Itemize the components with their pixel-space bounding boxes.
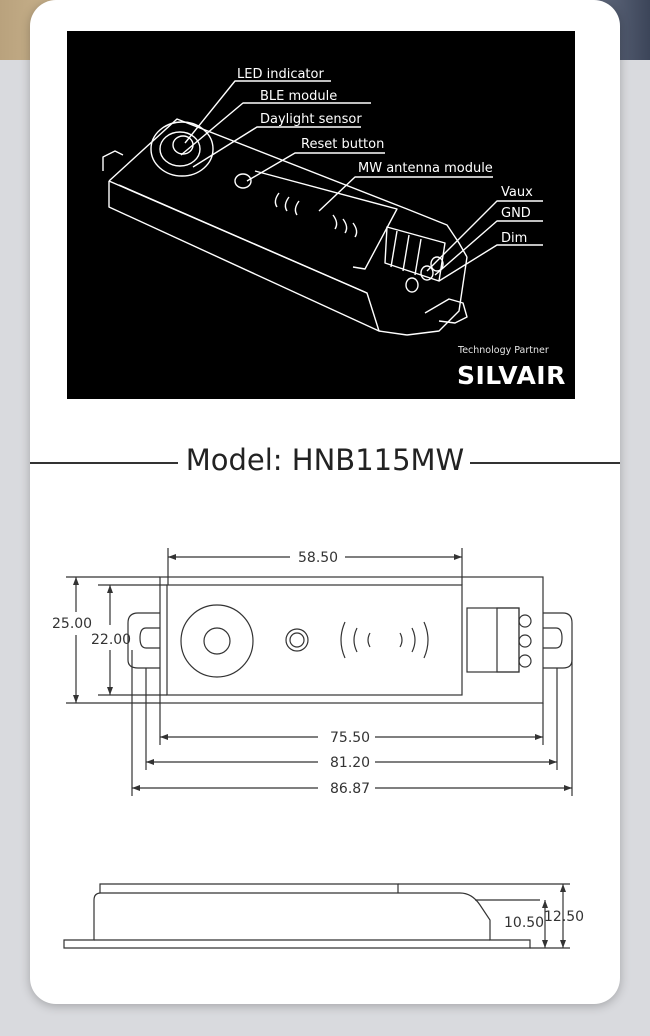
dim-tab-length: 81.20 bbox=[330, 755, 370, 771]
top-view-right-tab bbox=[543, 612, 573, 669]
top-view-cover bbox=[166, 584, 463, 696]
terminal-screw-1 bbox=[518, 614, 532, 628]
top-view-sensor-outer bbox=[180, 604, 254, 678]
dim-side-total-height: 12.50 bbox=[544, 909, 584, 925]
side-view-housing bbox=[63, 892, 531, 949]
model-title: Model: HNB115MW bbox=[185, 443, 465, 477]
housing-top-outline bbox=[108, 118, 468, 258]
dim-top-width: 58.50 bbox=[298, 550, 338, 566]
top-view-reset-outer bbox=[285, 628, 309, 652]
technology-partner-text: Technology Partner bbox=[457, 345, 549, 356]
label-gnd: GND bbox=[501, 206, 531, 221]
label-dim: Dim bbox=[501, 231, 527, 246]
dim-inner-height: 22.00 bbox=[91, 632, 131, 648]
product-photo: LED indicator BLE module Daylight sensor… bbox=[67, 31, 575, 399]
terminal-screw-3 bbox=[518, 654, 532, 668]
top-view-left-tab bbox=[127, 612, 160, 669]
top-view-sensor-inner bbox=[203, 627, 231, 655]
dim-outer-height: 25.00 bbox=[52, 616, 92, 632]
sensor-outer-ring bbox=[150, 121, 214, 177]
right-tab-outline bbox=[424, 298, 468, 324]
label-vaux: Vaux bbox=[501, 185, 533, 200]
label-daylight-sensor: Daylight sensor bbox=[260, 112, 362, 127]
dim-side-height: 10.50 bbox=[504, 915, 544, 931]
reset-button-outline bbox=[234, 173, 252, 189]
model-rule-right bbox=[470, 462, 620, 464]
dim-body-length: 75.50 bbox=[330, 730, 370, 746]
housing-front-outline bbox=[108, 181, 408, 336]
housing-right-end bbox=[406, 256, 468, 336]
antenna-block bbox=[254, 170, 398, 270]
top-view-reset-inner bbox=[289, 632, 305, 648]
left-tab-outline bbox=[102, 150, 124, 171]
model-rule-left bbox=[30, 462, 178, 464]
terminal-screw-2 bbox=[518, 634, 532, 648]
label-ble-module: BLE module bbox=[260, 89, 337, 104]
label-led-indicator: LED indicator bbox=[237, 67, 324, 82]
side-view-cover bbox=[99, 883, 399, 893]
top-view-terminal-block bbox=[466, 607, 520, 673]
silvair-logo: SILVAIR bbox=[457, 361, 566, 390]
sensor-inner-ring bbox=[159, 131, 201, 167]
dim-overall-length: 86.87 bbox=[330, 781, 370, 797]
label-reset-button: Reset button bbox=[301, 137, 384, 152]
housing-top-front-edge bbox=[108, 180, 368, 294]
top-view-housing bbox=[159, 576, 544, 704]
label-mw-antenna-module: MW antenna module bbox=[358, 161, 493, 176]
